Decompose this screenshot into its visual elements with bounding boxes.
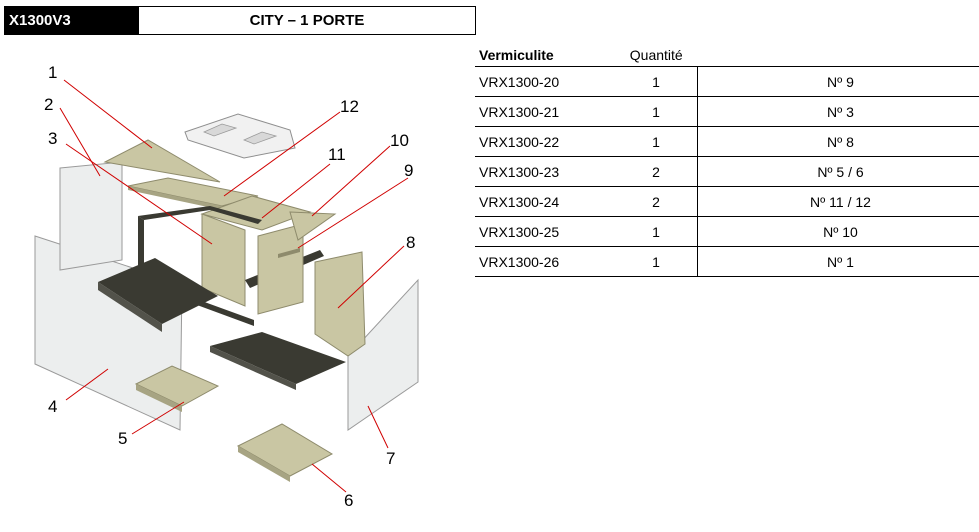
part-7-side-glass xyxy=(347,278,419,431)
row-reference: VRX1300-21 xyxy=(475,96,611,127)
part-6-floor-brick xyxy=(236,423,334,477)
part-8-side-wall xyxy=(314,251,366,357)
top-bracket xyxy=(184,113,296,159)
row-reference: VRX1300-20 xyxy=(475,66,611,97)
row-position: Nº 1 xyxy=(697,246,979,277)
row-position: Nº 10 xyxy=(697,216,979,247)
part-10-side-deflector xyxy=(289,211,337,241)
header-reference: Vermiculite xyxy=(479,47,554,63)
callout-3: 3 xyxy=(48,129,57,148)
part-2-side-glass xyxy=(59,161,123,271)
callout-5: 5 xyxy=(118,429,127,448)
header-position xyxy=(698,44,979,67)
part-9-side-wall xyxy=(257,223,304,315)
model-code: X1300V3 xyxy=(5,7,139,34)
table-row: VRX1300-21 1 Nº 3 xyxy=(475,96,979,127)
row-quantity: 1 xyxy=(611,96,698,127)
callout-7: 7 xyxy=(386,449,395,468)
part-5-floor-brick xyxy=(134,365,220,407)
callout-11: 11 xyxy=(328,145,346,164)
table-row: VRX1300-24 2 Nº 11 / 12 xyxy=(475,186,979,217)
table-row: VRX1300-23 2 Nº 5 / 6 xyxy=(475,156,979,187)
row-reference: VRX1300-22 xyxy=(475,126,611,157)
exploded-view-diagram: 1 2 3 4 5 6 7 8 9 10 11 12 xyxy=(34,63,419,510)
lower-grate xyxy=(210,332,346,384)
header-quantity: Quantité xyxy=(629,47,683,63)
table-row: VRX1300-25 1 Nº 10 xyxy=(475,216,979,247)
callout-9: 9 xyxy=(404,161,413,180)
row-reference: VRX1300-25 xyxy=(475,216,611,247)
row-position: Nº 5 / 6 xyxy=(697,156,979,187)
callout-2: 2 xyxy=(44,95,53,114)
callout-4: 4 xyxy=(48,397,57,416)
table-row: VRX1300-20 1 Nº 9 xyxy=(475,66,979,97)
row-quantity: 1 xyxy=(611,126,698,157)
row-reference: VRX1300-24 xyxy=(475,186,611,217)
page-header: X1300V3 CITY – 1 PORTE xyxy=(4,6,476,35)
part-3-back-wall xyxy=(201,213,246,307)
row-position: Nº 11 / 12 xyxy=(697,186,979,217)
part-1-top-deflector xyxy=(103,139,221,183)
table-row: VRX1300-26 1 Nº 1 xyxy=(475,246,979,277)
table-header-row: Vermiculite Quantité xyxy=(475,44,979,67)
row-quantity: 2 xyxy=(611,156,698,187)
row-quantity: 2 xyxy=(611,186,698,217)
parts-table: Vermiculite Quantité VRX1300-20 1 Nº 9 V… xyxy=(475,44,979,277)
row-quantity: 1 xyxy=(611,216,698,247)
callout-6: 6 xyxy=(344,491,353,510)
row-position: Nº 9 xyxy=(697,66,979,97)
table-row: VRX1300-22 1 Nº 8 xyxy=(475,126,979,157)
row-quantity: 1 xyxy=(611,66,698,97)
callout-10: 10 xyxy=(390,131,409,150)
callout-8: 8 xyxy=(406,233,415,252)
part-12-baffle-plate xyxy=(127,177,259,207)
page-title: CITY – 1 PORTE xyxy=(249,12,365,29)
row-reference: VRX1300-26 xyxy=(475,246,611,277)
callout-1: 1 xyxy=(48,63,57,82)
callout-12: 12 xyxy=(340,97,359,116)
row-position: Nº 3 xyxy=(697,96,979,127)
row-position: Nº 8 xyxy=(697,126,979,157)
row-quantity: 1 xyxy=(611,246,698,277)
part-11-baffle-plate xyxy=(200,195,312,231)
row-reference: VRX1300-23 xyxy=(475,156,611,187)
steel-frame xyxy=(138,206,262,224)
upper-grate xyxy=(98,258,218,324)
